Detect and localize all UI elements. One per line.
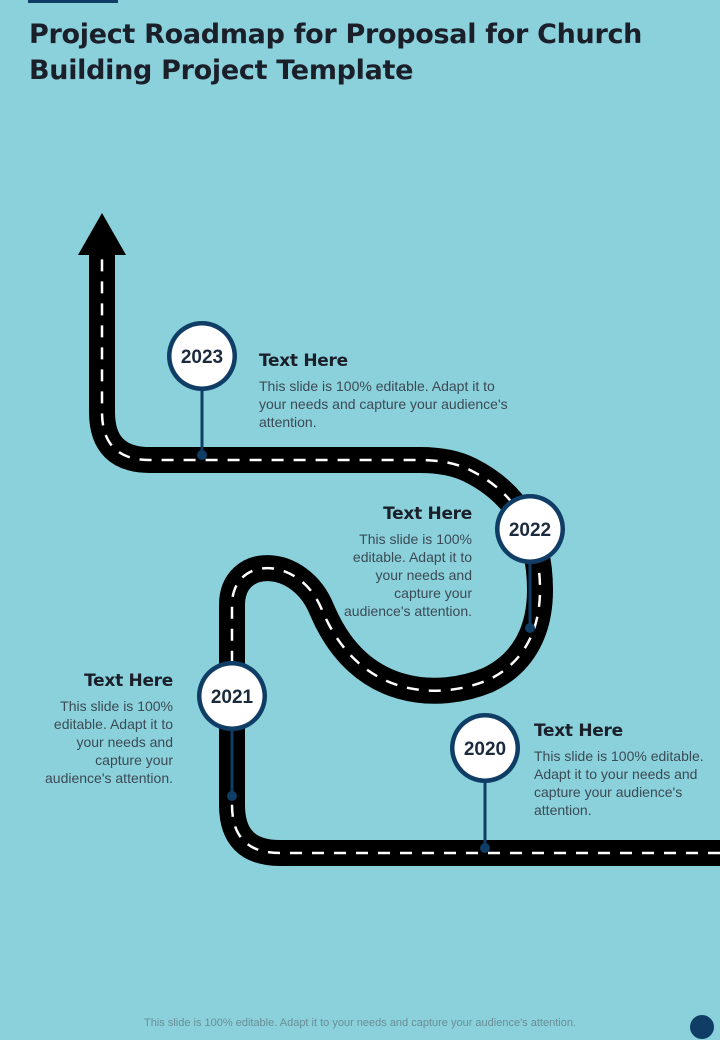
year-label-2020: 2020 [464, 739, 506, 760]
footer-note: This slide is 100% editable. Adapt it to… [144, 1017, 576, 1029]
milestone-pin-2022: 2022 [495, 494, 565, 633]
milestone-pin-2021: 2021 [197, 661, 267, 801]
milestone-text-2021: Text Here This slide is 100% editable. A… [30, 670, 173, 787]
milestone-description: This slide is 100% editable. Adapt it to… [534, 748, 704, 818]
road-lane-markings [100, 255, 720, 855]
milestone-heading: Text Here [84, 671, 173, 691]
milestone-text-2023: Text Here This slide is 100% editable. A… [259, 350, 519, 431]
corner-dot-icon [690, 1015, 714, 1039]
milestone-text-2022: Text Here This slide is 100% editable. A… [332, 503, 472, 620]
year-label-2023: 2023 [181, 347, 223, 368]
milestone-pin-2020: 2020 [450, 713, 520, 853]
top-accent-bar [28, 0, 118, 3]
page-title: Project Roadmap for Proposal for Church … [29, 19, 643, 86]
milestone-description: This slide is 100% editable. Adapt it to… [344, 531, 472, 619]
milestone-description: This slide is 100% editable. Adapt it to… [259, 378, 508, 430]
milestone-pin-2023: 2023 [167, 321, 237, 460]
road-arrow-icon [78, 213, 126, 255]
milestone-description: This slide is 100% editable. Adapt it to… [45, 698, 173, 786]
year-label-2022: 2022 [509, 520, 551, 541]
milestone-heading: Text Here [534, 721, 623, 741]
milestone-heading: Text Here [383, 504, 472, 524]
milestone-heading: Text Here [259, 351, 348, 371]
milestone-text-2020: Text Here This slide is 100% editable. A… [534, 720, 704, 819]
year-label-2021: 2021 [211, 687, 254, 708]
